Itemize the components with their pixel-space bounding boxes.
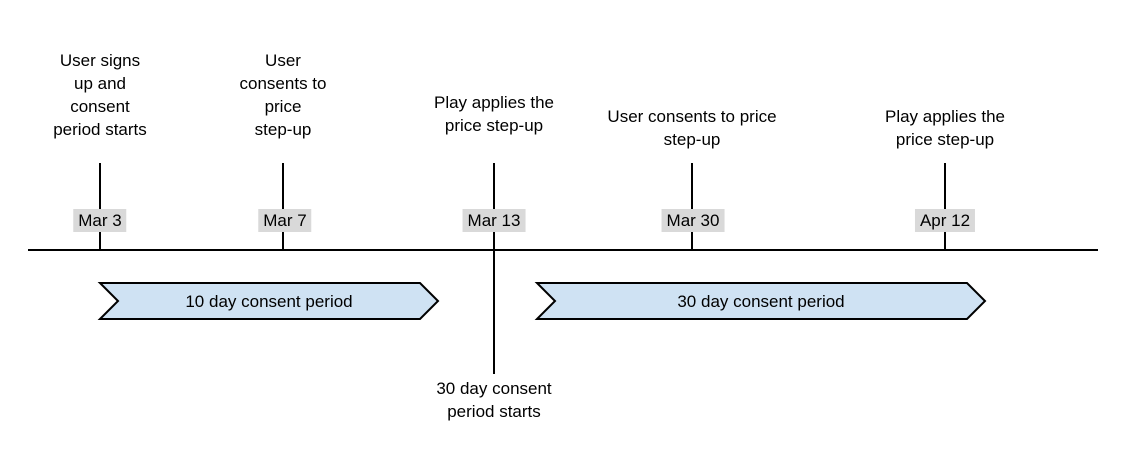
date-chip-mar-30: Mar 30	[661, 209, 725, 232]
period-banner-10-day	[97, 282, 440, 320]
event-label-signup: User signs up and consent period starts	[53, 49, 147, 141]
event-label-line: User signs	[59, 51, 141, 70]
date-chip-mar-13: Mar 13	[462, 209, 526, 232]
below-label-line: 30 day consent	[436, 379, 552, 398]
event-label-line: consents to	[239, 74, 327, 93]
below-label-30-day-period-starts: 30 day consent period starts	[436, 377, 551, 423]
date-chip-mar-7: Mar 7	[258, 209, 312, 232]
period-banner-label-30-day: 30 day consent period	[677, 291, 845, 311]
event-label-line: Play applies the	[433, 93, 555, 112]
date-chip-mar-3: Mar 3	[73, 209, 127, 232]
event-label-line: period starts	[53, 120, 147, 139]
event-label-line: User	[265, 51, 301, 70]
event-label-line: price	[264, 97, 302, 116]
event-label-apply-2: Play applies the price step-up	[885, 105, 1005, 151]
event-label-consent-1: User consents to price step-up	[240, 49, 327, 141]
date-chip-apr-12: Apr 12	[914, 209, 976, 232]
event-label-line: consent	[70, 97, 130, 116]
period-banner-30-day	[534, 282, 987, 320]
below-label-line: period starts	[447, 402, 541, 421]
event-label-line: Play applies the	[884, 107, 1006, 126]
period-banner-label-10-day: 10 day consent period	[185, 291, 353, 311]
event-label-line: price step-up	[895, 130, 995, 149]
event-label-line: price step-up	[444, 116, 544, 135]
event-label-consent-2: User consents to price step-up	[607, 105, 776, 151]
event-label-line: step-up	[254, 120, 312, 139]
event-label-apply-1: Play applies the price step-up	[434, 91, 554, 137]
event-label-line: User consents to price	[607, 107, 777, 126]
event-label-line: up and	[73, 74, 126, 93]
event-label-line: step-up	[663, 130, 721, 149]
